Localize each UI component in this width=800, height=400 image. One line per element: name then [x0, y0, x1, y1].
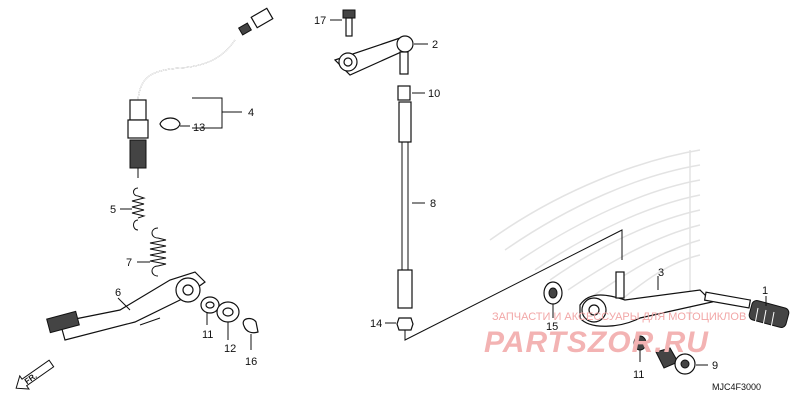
callout-6: 6: [115, 287, 121, 299]
callout-16: 16: [245, 356, 257, 368]
callout-9: 9: [712, 360, 718, 372]
brake-pedal-6: [46, 271, 206, 341]
pin-16: [242, 317, 259, 334]
watermark-logo: PARTSZOR.RU: [484, 326, 709, 359]
stop-switch-4: [127, 7, 274, 178]
callout-2: 2: [432, 39, 438, 51]
bolt-17: [342, 9, 356, 37]
nut-14: [396, 317, 414, 331]
callout-10: 10: [428, 88, 440, 100]
shift-pedal-3: [579, 271, 752, 327]
nut-10: [397, 85, 411, 101]
shift-arm-2: [333, 35, 414, 76]
callout-4: 4: [248, 107, 254, 119]
wing-logo-watermark: [489, 149, 701, 320]
watermark-tagline: ЗАПЧАСТИ И АКСЕССУАРЫ ДЛЯ МОТОЦИКЛОВ: [492, 311, 746, 323]
spring-5: [131, 187, 146, 231]
callout-7: 7: [126, 257, 132, 269]
callout-5: 5: [110, 204, 116, 216]
bolt-9: [655, 347, 696, 375]
callout-15: 15: [546, 321, 558, 333]
callout-8: 8: [430, 198, 436, 210]
shift-rod-8: [397, 101, 413, 309]
callout-11b: 11: [633, 369, 644, 381]
callout-3: 3: [658, 267, 664, 279]
shift-rubber-1: [748, 300, 790, 329]
callout-14: 14: [370, 318, 382, 330]
callout-12: 12: [224, 343, 236, 355]
callout-11a: 11: [202, 329, 213, 341]
spring-7: [149, 227, 167, 277]
front-direction-arrow: [15, 359, 55, 390]
clip-13: [159, 117, 181, 131]
callout-1: 1: [762, 285, 768, 297]
callout-13: 13: [193, 122, 205, 134]
diagram-code: MJC4F3000: [712, 382, 761, 392]
callout-17: 17: [314, 15, 326, 27]
